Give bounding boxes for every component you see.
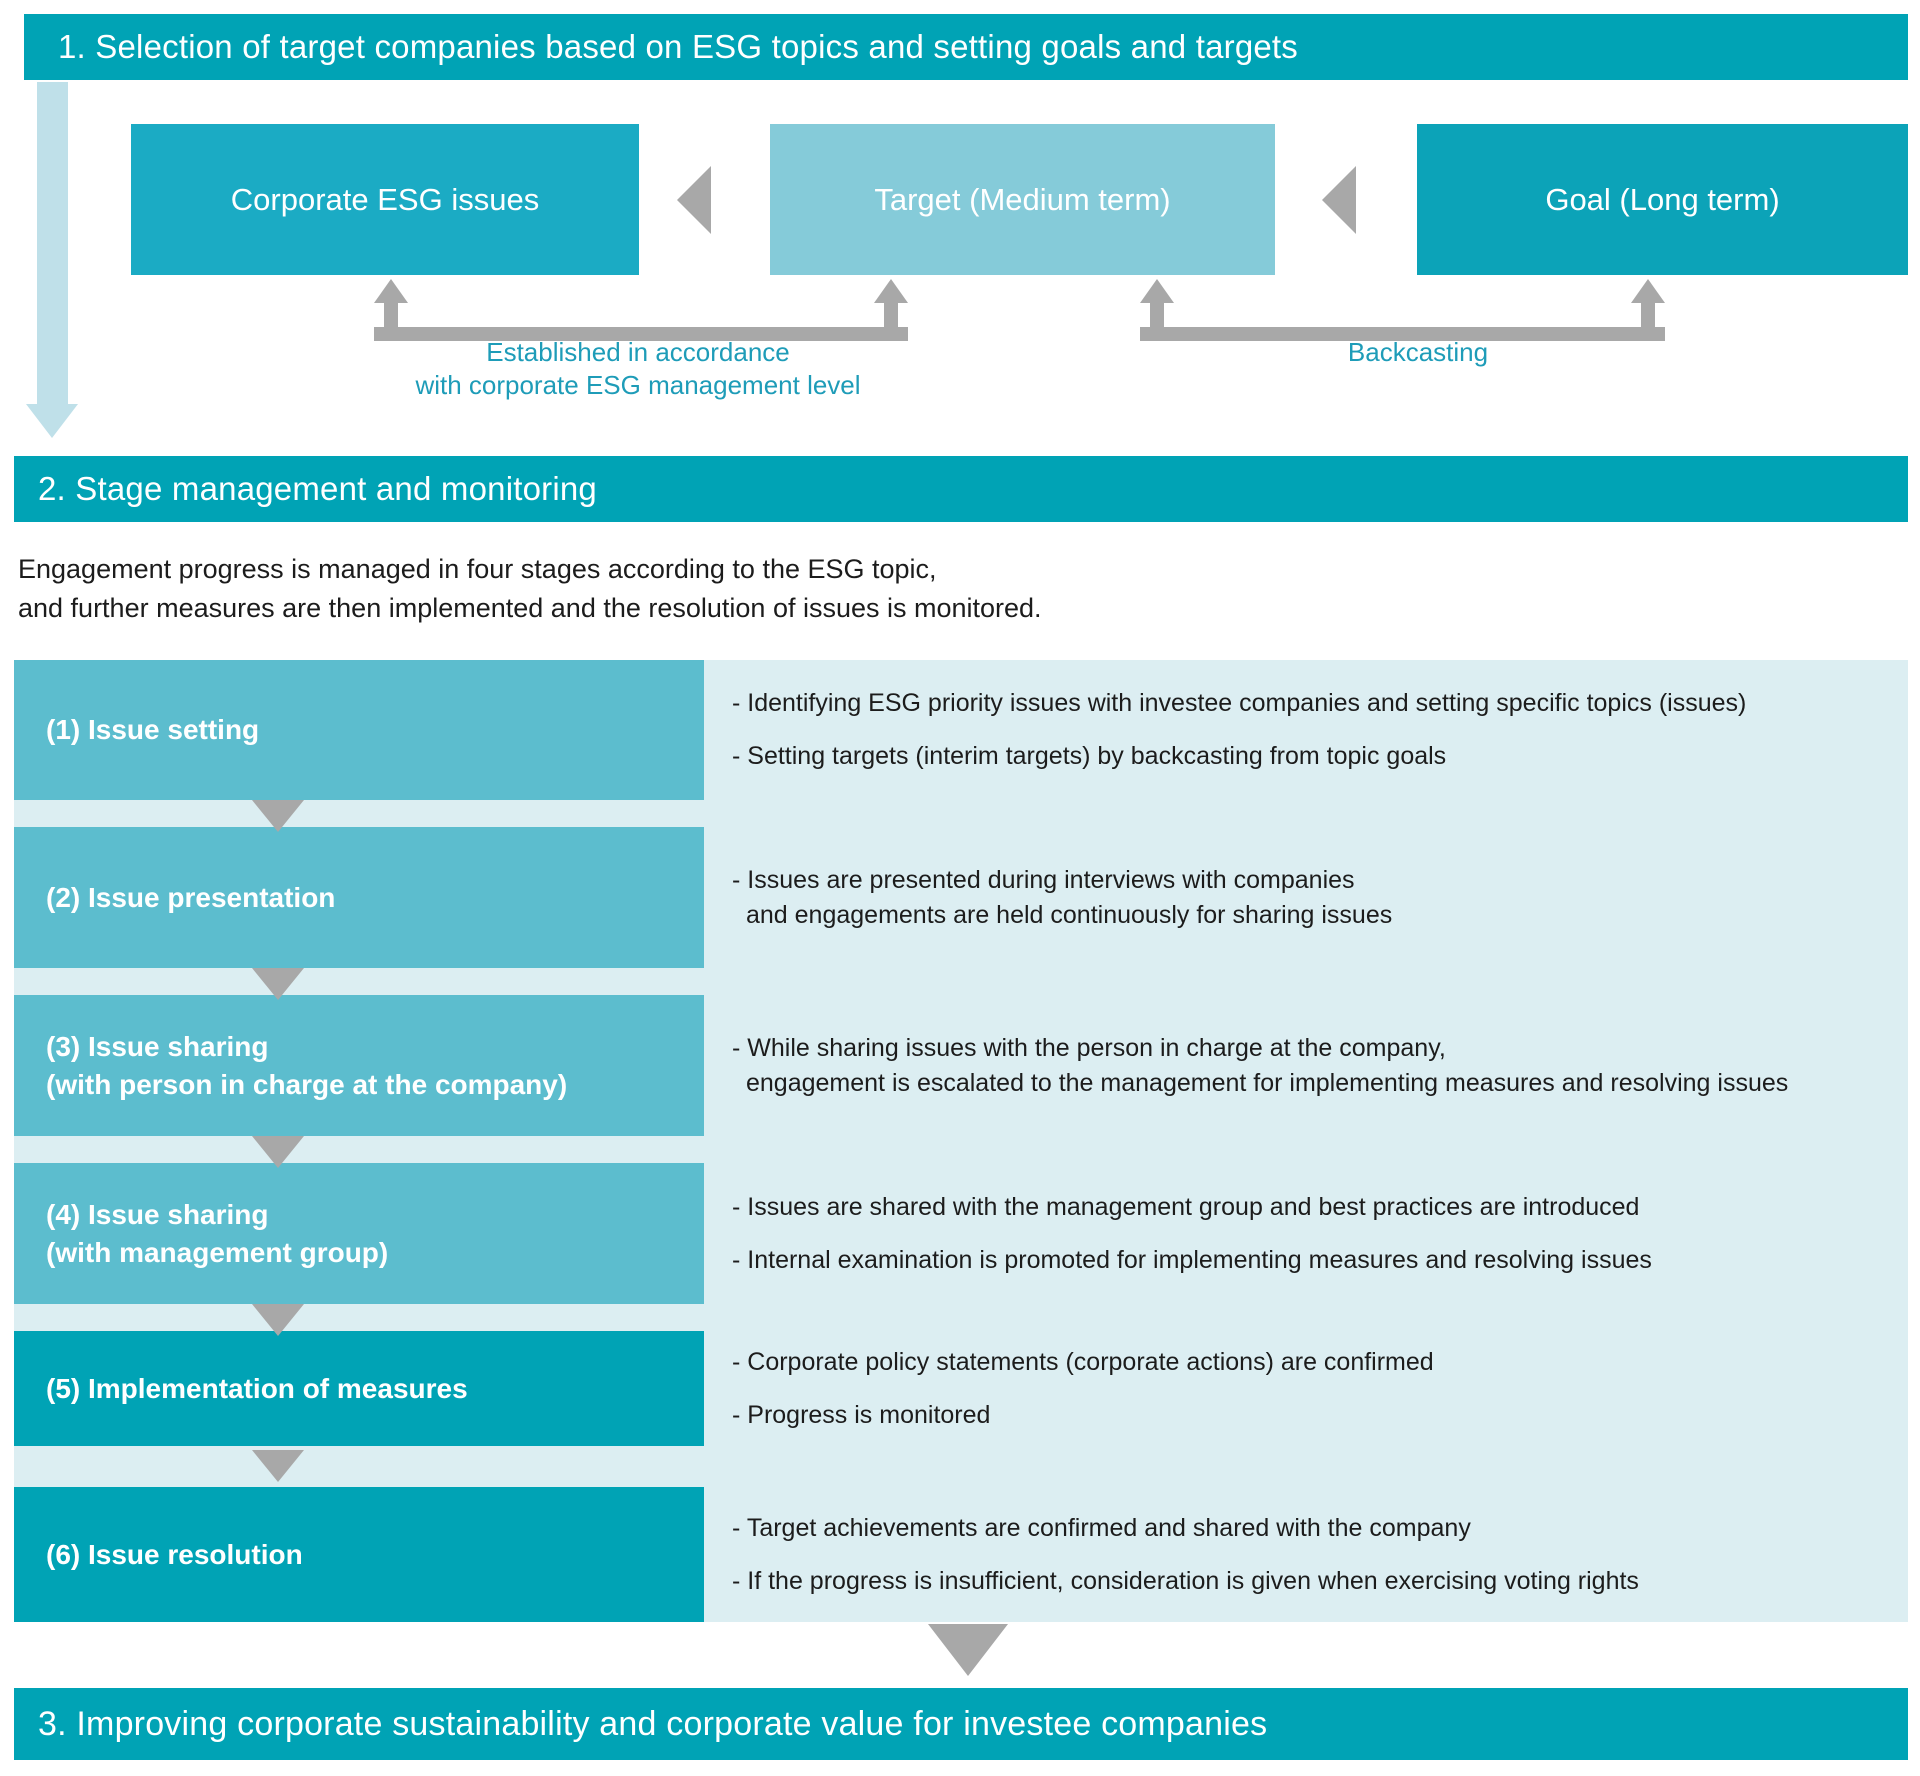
stage-bullet: - Internal examination is promoted for i… (732, 1243, 1908, 1278)
section-2-intro: Engagement progress is managed in four s… (18, 550, 1518, 628)
arrow-up-icon-4 (1631, 279, 1665, 303)
stage-bullet: - Target achievements are confirmed and … (732, 1511, 1908, 1546)
down-arrow-shaft-icon (37, 82, 68, 404)
stage-bullet-text: - Corporate policy statements (corporate… (732, 1347, 1434, 1376)
stage-bullet-continuation: and engagements are held continuously fo… (746, 900, 1393, 929)
section-2-banner: 2. Stage management and monitoring (14, 456, 1908, 522)
arrow-left-icon-1 (677, 166, 711, 234)
arrow-up-icon-2 (874, 279, 908, 303)
caption-established-in-accordance: Established in accordance with corporate… (268, 336, 1008, 403)
stage-label: (4) Issue sharing (with management group) (14, 1163, 704, 1304)
stage-bullet-text: - Target achievements are confirmed and … (732, 1513, 1471, 1542)
arrow-left-icon-2 (1322, 166, 1356, 234)
bracket-horizontal-bar (374, 327, 908, 341)
stage-bullet-text: - Issues are shared with the management … (732, 1192, 1640, 1221)
stage-label: (3) Issue sharing (with person in charge … (14, 995, 704, 1136)
arrow-down-icon-final (928, 1624, 1008, 1676)
stage-bullet: - Identifying ESG priority issues with i… (732, 686, 1908, 721)
stage-row: (5) Implementation of measures - Corporat… (14, 1331, 1908, 1446)
stage-label-line-1: (4) Issue sharing (46, 1198, 269, 1230)
stage-bullet: - Progress is monitored (732, 1398, 1908, 1433)
flow-box-goal-long-term: Goal (Long term) (1417, 124, 1908, 275)
arrow-up-icon-1 (374, 279, 408, 303)
stage-bullet-text: - Issues are presented during interviews… (732, 865, 1355, 894)
stage-bullet-text: - Progress is monitored (732, 1400, 991, 1429)
caption-backcasting: Backcasting (1347, 337, 1489, 367)
stage-label-line-1: (1) Issue setting (46, 714, 260, 746)
stage-bullet: - Issues are presented during interviews… (732, 863, 1908, 933)
stage-row: (6) Issue resolution - Target achievement… (14, 1487, 1908, 1622)
section-1-banner: 1. Selection of target companies based o… (24, 14, 1908, 80)
arrow-up-icon-3 (1140, 279, 1174, 303)
stage-description: - Target achievements are confirmed and … (704, 1487, 1908, 1622)
bracket-backcasting (1140, 279, 1665, 341)
stage-bullet-text: - Internal examination is promoted for i… (732, 1245, 1652, 1274)
arrow-down-icon-stage-1 (252, 800, 304, 832)
stage-label: (2) Issue presentation (14, 827, 704, 968)
stage-panel-background (14, 660, 1908, 1622)
arrow-down-icon-stage-5 (252, 1450, 304, 1482)
bracket-vertical-bar-left (384, 293, 398, 341)
stage-description: - Issues are presented during interviews… (704, 827, 1908, 968)
arrow-down-icon-stage-4 (252, 1304, 304, 1336)
arrow-down-icon-stage-2 (252, 968, 304, 1000)
intro-line-2: and further measures are then implemente… (18, 593, 1042, 624)
stage-bullet: - Setting targets (interim targets) by b… (732, 739, 1908, 774)
flow-box-target-medium-term: Target (Medium term) (770, 124, 1275, 275)
stage-bullet-text: - Identifying ESG priority issues with i… (732, 689, 1747, 717)
stage-bullet-text: - If the progress is insufficient, consi… (732, 1566, 1639, 1595)
stage-label-line-1: (2) Issue presentation (46, 881, 336, 913)
caption-line-1: Established in accordance (486, 337, 790, 367)
bracket-vertical-bar-right (884, 293, 898, 341)
bracket-established-in-accordance (374, 279, 908, 341)
stage-description: - While sharing issues with the person i… (704, 995, 1908, 1136)
down-arrow-head-icon (26, 404, 78, 438)
arrow-down-icon-stage-3 (252, 1136, 304, 1168)
stage-label-line-2: (with management group) (46, 1236, 389, 1268)
stage-label: (1) Issue setting (14, 660, 704, 800)
flow-box-corporate-esg-issues: Corporate ESG issues (131, 124, 639, 275)
stage-bullet-text: - While sharing issues with the person i… (732, 1033, 1446, 1062)
stage-description: - Issues are shared with the management … (704, 1163, 1908, 1304)
stage-label-line-1: (6) Issue resolution (46, 1538, 303, 1570)
stage-bullet: - While sharing issues with the person i… (732, 1031, 1908, 1101)
stage-bullet: - If the progress is insufficient, consi… (732, 1564, 1908, 1599)
bracket-vertical-bar-right (1641, 293, 1655, 341)
caption-line-2: with corporate ESG management level (415, 370, 861, 401)
stage-label-line-2: (with person in charge at the company) (46, 1068, 568, 1100)
stage-bullet-text: - Setting targets (interim targets) by b… (732, 742, 1447, 770)
section-3-banner: 3. Improving corporate sustainability an… (14, 1688, 1908, 1760)
stage-label-line-1: (5) Implementation of measures (46, 1372, 468, 1404)
stage-bullet-continuation: engagement is escalated to the managemen… (746, 1068, 1789, 1097)
bracket-horizontal-bar (1140, 327, 1665, 341)
stage-row: (1) Issue setting - Identifying ESG prior… (14, 660, 1908, 800)
stage-description: - Corporate policy statements (corporate… (704, 1331, 1908, 1446)
stage-label: (5) Implementation of measures (14, 1331, 704, 1446)
stage-row: (3) Issue sharing (with person in charge … (14, 995, 1908, 1136)
stage-description: - Identifying ESG priority issues with i… (704, 660, 1908, 800)
stage-label-line-1: (3) Issue sharing (46, 1030, 269, 1062)
stage-row: (2) Issue presentation - Issues are prese… (14, 827, 1908, 968)
intro-line-1: Engagement progress is managed in four s… (18, 554, 937, 584)
bracket-vertical-bar-left (1150, 293, 1164, 341)
stage-row: (4) Issue sharing (with management group)… (14, 1163, 1908, 1304)
stage-bullet: - Corporate policy statements (corporate… (732, 1345, 1908, 1380)
stage-bullet: - Issues are shared with the management … (732, 1190, 1908, 1225)
stage-label: (6) Issue resolution (14, 1487, 704, 1622)
